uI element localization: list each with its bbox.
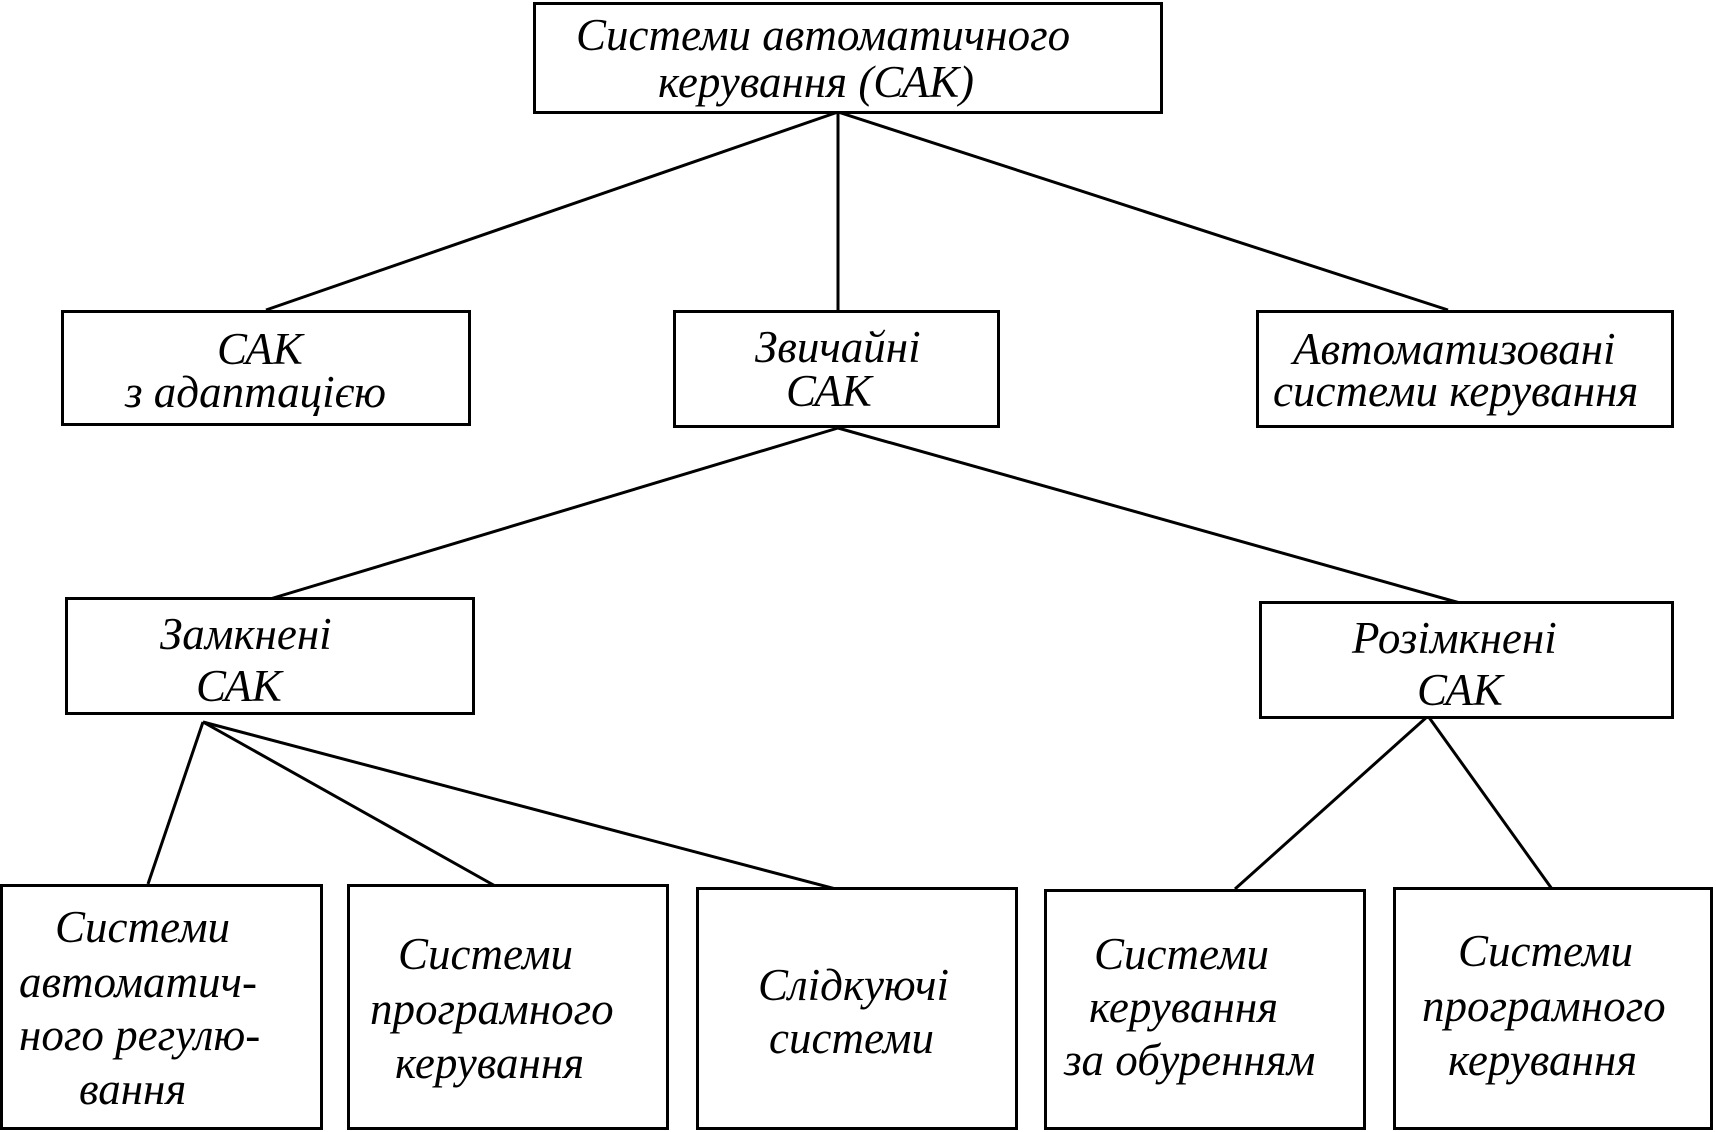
node-program-control-open-line-3: керування bbox=[1448, 1035, 1638, 1085]
node-closed-line-2: САК bbox=[196, 661, 282, 711]
node-disturbance-line-2: керування bbox=[1089, 982, 1279, 1032]
node-auto-regulation-line-1: Системи bbox=[55, 902, 231, 952]
node-root-automatic-control-systems: Системи автоматичного керування (САК) bbox=[533, 2, 1163, 114]
node-root-line-2: керування (САК) bbox=[658, 57, 974, 107]
node-automated-line-2: системи керування bbox=[1273, 366, 1639, 416]
edge-ordinary-closed bbox=[269, 426, 839, 601]
node-disturbance-line-1: Системи bbox=[1094, 929, 1270, 979]
node-program-control-closed-line-2: програмного bbox=[370, 984, 614, 1034]
node-disturbance-control-systems: Системи керування за обуренням bbox=[1044, 889, 1366, 1130]
node-program-control-closed-line-1: Системи bbox=[398, 929, 574, 979]
node-automatic-regulation-systems: Системи автоматич- ного регулю- вання bbox=[0, 884, 323, 1130]
node-program-control-closed-line-3: керування bbox=[395, 1038, 585, 1088]
node-tracking-line-2: системи bbox=[769, 1013, 935, 1063]
node-tracking-line-1: Слідкуючі bbox=[758, 960, 950, 1010]
node-program-control-open-line-2: програмного bbox=[1422, 981, 1666, 1031]
node-program-control-systems-open: Системи програмного керування bbox=[1393, 887, 1713, 1130]
edge-closed-auto-regulation bbox=[146, 721, 205, 885]
node-disturbance-line-3: за обуренням bbox=[1064, 1035, 1316, 1085]
node-program-control-systems-closed: Системи програмного керування bbox=[347, 884, 669, 1130]
node-automated-line-1: Автоматизовані bbox=[1293, 324, 1616, 374]
node-adaptive-sak: САК з адаптацією bbox=[61, 310, 471, 426]
node-open-line-1: Розімкнені bbox=[1352, 613, 1557, 663]
node-auto-regulation-line-3: ного регулю- bbox=[19, 1010, 261, 1060]
node-auto-regulation-line-2: автоматич- bbox=[19, 957, 257, 1007]
node-ordinary-sak: Звичайні САК bbox=[673, 310, 1000, 428]
node-closed-line-1: Замкнені bbox=[160, 609, 332, 659]
edge-open-program-control bbox=[1426, 715, 1554, 890]
edge-closed-tracking bbox=[202, 720, 852, 895]
node-auto-regulation-line-4: вання bbox=[79, 1064, 187, 1114]
edge-open-disturbance-control bbox=[1233, 714, 1430, 891]
node-open-sak: Розімкнені САК bbox=[1259, 601, 1674, 719]
node-adaptive-line-2: з адаптацією bbox=[125, 367, 386, 417]
edge-ordinary-open bbox=[837, 426, 1461, 605]
edge-closed-program-control bbox=[202, 720, 498, 889]
node-program-control-open-line-1: Системи bbox=[1458, 926, 1634, 976]
edge-root-automated bbox=[837, 110, 1449, 312]
node-automated-control-systems: Автоматизовані системи керування bbox=[1256, 310, 1674, 428]
node-open-line-2: САК bbox=[1417, 665, 1503, 715]
node-closed-sak: Замкнені САК bbox=[65, 597, 475, 715]
node-ordinary-line-1: Звичайні bbox=[755, 322, 921, 372]
node-adaptive-line-1: САК bbox=[217, 324, 303, 374]
edge-root-adaptive bbox=[265, 110, 839, 312]
node-ordinary-line-2: САК bbox=[786, 366, 872, 416]
node-tracking-systems: Слідкуючі системи bbox=[696, 887, 1018, 1130]
node-root-line-1: Системи автоматичного bbox=[576, 10, 1071, 60]
